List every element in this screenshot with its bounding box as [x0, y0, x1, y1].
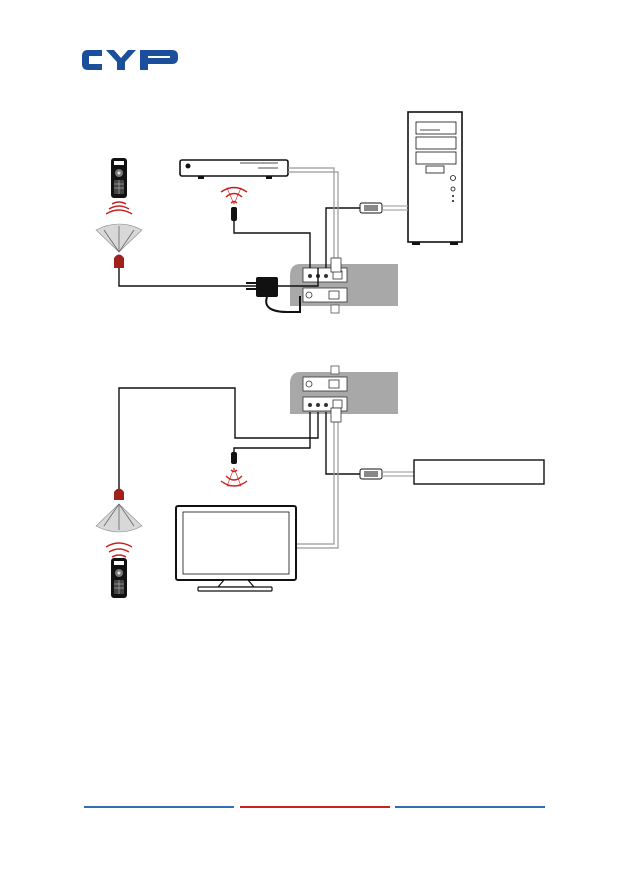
empty-device-box	[414, 460, 544, 484]
ir-signal-icon	[106, 202, 132, 214]
ir-receiver-icon	[114, 255, 124, 269]
computer-icon	[408, 112, 462, 245]
footer-rule-right	[395, 806, 545, 808]
transmitter-unit	[290, 264, 398, 313]
ir-blaster-icon	[221, 188, 247, 222]
footer-rule	[84, 806, 545, 809]
ir-receiver-icon	[114, 489, 124, 501]
ir-signal-icon	[106, 543, 132, 557]
rs232-connector-icon	[360, 203, 408, 213]
remote-control-icon	[111, 158, 127, 198]
ir-blaster-icon	[221, 452, 247, 486]
ir-receive-fan	[96, 504, 142, 532]
ir-receive-fan	[96, 224, 142, 252]
media-player-icon	[180, 160, 288, 179]
footer-rule-center	[240, 806, 390, 808]
footer-rule-left	[84, 806, 234, 808]
rs232-connector-icon	[360, 469, 414, 479]
receiver-unit	[290, 366, 398, 414]
monitor-icon	[176, 506, 296, 591]
remote-control-icon	[111, 558, 127, 598]
